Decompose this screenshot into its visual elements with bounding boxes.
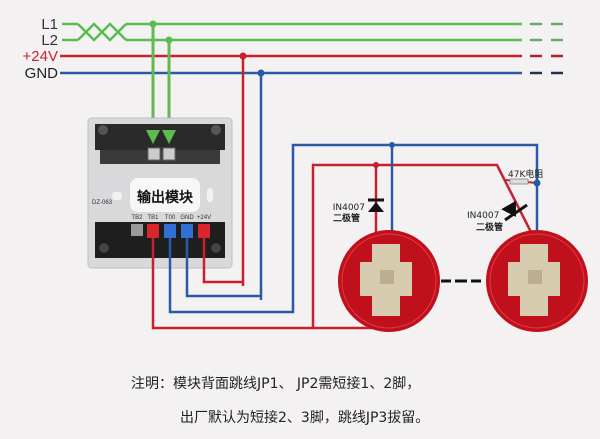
diode2-sub: 二极管 (476, 221, 503, 233)
junction-dot (257, 69, 265, 77)
junction-dot (373, 162, 379, 168)
detector-2 (486, 230, 588, 332)
diode-1 (368, 198, 384, 212)
label-24v: +24V (23, 48, 58, 65)
terminal-label: TB1 (147, 215, 159, 221)
terminal-label: GND (180, 215, 194, 221)
detector-1 (338, 230, 440, 332)
module-title: 输出模块 (137, 189, 194, 206)
junction-dot (389, 142, 395, 148)
junction-dot (165, 36, 173, 44)
resistor-label: 47K电阻 (508, 168, 543, 180)
terminal-label: +24V (197, 215, 211, 221)
wire-24v (202, 238, 243, 284)
label-l1: L1 (41, 16, 58, 33)
diode2-label: IN4007 (467, 211, 499, 221)
bus-l2 (62, 30, 563, 42)
junction-dot (149, 20, 157, 28)
junction-dot (239, 52, 247, 60)
wire-signal (311, 163, 537, 328)
bus-l1 (62, 22, 563, 34)
label-l2: L2 (41, 32, 58, 49)
label-gnd: GND (25, 65, 59, 82)
resistor (505, 178, 541, 187)
diode-2 (501, 200, 528, 222)
diode1-sub: 二极管 (333, 212, 360, 224)
module-model: DZ-063 (92, 200, 113, 206)
terminal-label: TB2 (131, 215, 143, 221)
output-module: 输出模块 DZ-063 TB2 TB1 T00 GND +24V (87, 117, 233, 269)
diode1-label: IN4007 (333, 203, 365, 213)
note-line-2: 出厂默认为短接2、3脚，跳线JP3拔留。 (180, 410, 430, 426)
wire-t00 (168, 143, 539, 314)
terminal-label: T00 (165, 215, 176, 221)
note-line-1: 注明：模块背面跳线JP1、 JP2需短接1、2脚， (131, 376, 421, 392)
wire-gnd (185, 238, 261, 298)
